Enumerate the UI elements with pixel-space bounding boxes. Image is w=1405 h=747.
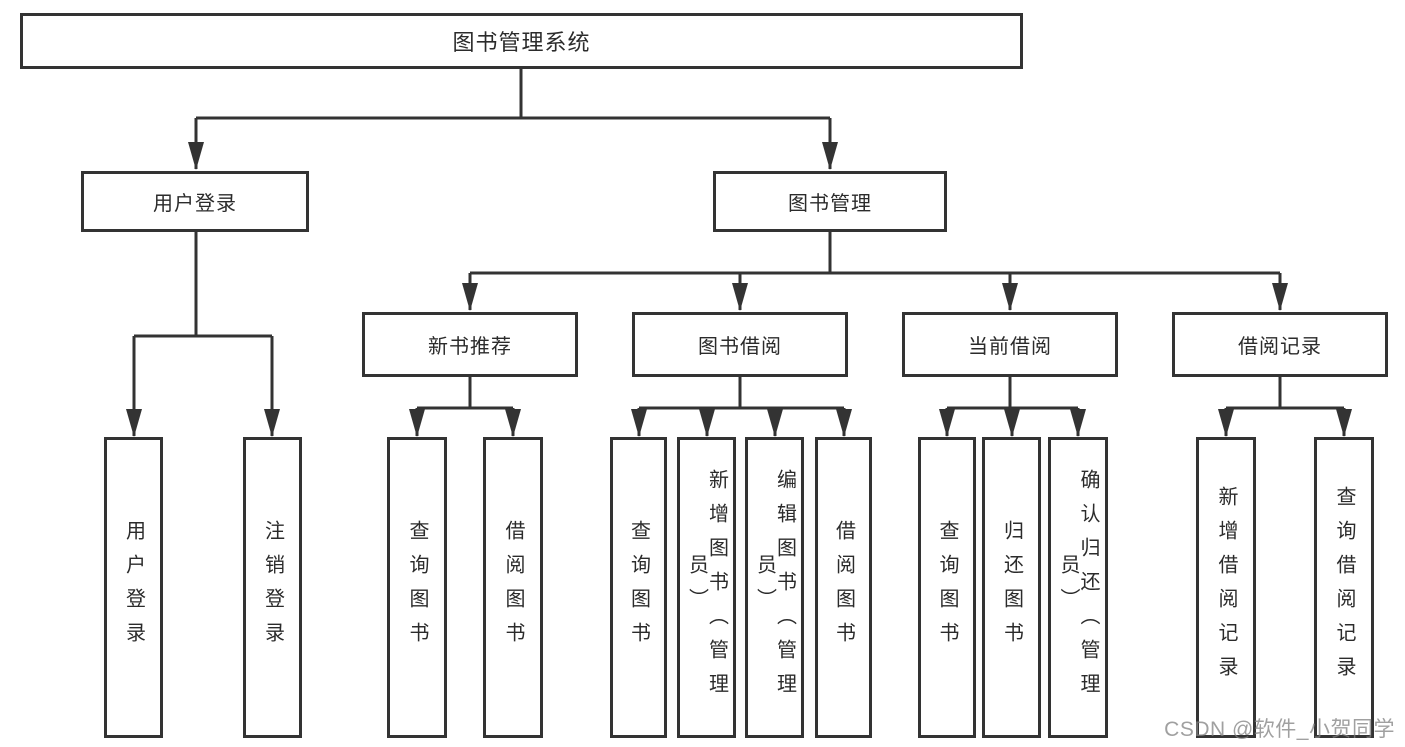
node-current-return-book: 归还图书 [982, 437, 1041, 738]
node-login: 用户登录 [104, 437, 163, 738]
connector-trunks [134, 69, 1344, 410]
node-borrow-records: 借阅记录 [1172, 312, 1388, 377]
node-recommend-borrow-book: 借阅图书 [483, 437, 543, 738]
node-borrow-edit-book-admin: 编辑图书（管理员） [745, 437, 804, 738]
node-records-add-record: 新增借阅记录 [1196, 437, 1256, 738]
node-current-confirm-return-admin: 确认归还（管理员） [1048, 437, 1108, 738]
node-book-management: 图书管理 [713, 171, 947, 232]
node-borrow-add-book-admin: 新增图书（管理员） [677, 437, 736, 738]
node-current-search-book: 查询图书 [918, 437, 976, 738]
csdn-watermark: CSDN @软件_小贺同学 [1164, 718, 1395, 741]
node-recommend-search-book: 查询图书 [387, 437, 447, 738]
node-borrow-borrow-book: 借阅图书 [815, 437, 872, 738]
node-book-borrow: 图书借阅 [632, 312, 848, 377]
node-library-management-system: 图书管理系统 [20, 13, 1023, 69]
node-new-book-recommend: 新书推荐 [362, 312, 578, 377]
node-logout: 注销登录 [243, 437, 302, 738]
node-borrow-search-book: 查询图书 [610, 437, 667, 738]
node-user-login: 用户登录 [81, 171, 309, 232]
node-current-borrow: 当前借阅 [902, 312, 1118, 377]
node-records-search-record: 查询借阅记录 [1314, 437, 1374, 738]
